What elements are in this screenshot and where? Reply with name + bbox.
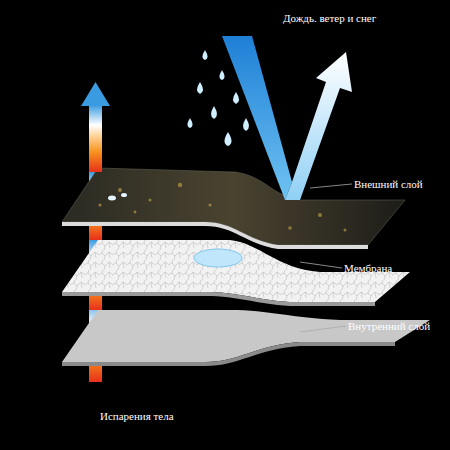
membrane-edge xyxy=(62,292,375,306)
text-label: Испарения тела xyxy=(100,410,174,423)
text-label: Дождь. ветер и снег xyxy=(283,12,376,25)
surface-drops xyxy=(108,193,127,201)
rain-reflected xyxy=(285,52,352,200)
text-label: Мембрана xyxy=(344,262,392,275)
text-label: Внутренний слой xyxy=(348,320,430,333)
inner-layer-edge xyxy=(62,342,395,366)
outer-layer xyxy=(62,168,405,245)
outer-texture xyxy=(98,183,346,232)
raindrops xyxy=(188,50,250,146)
vapor-arrow-top xyxy=(89,105,102,172)
text-label: Внешний слой xyxy=(354,178,423,191)
rain-incoming xyxy=(222,36,292,200)
outer-layer-edge xyxy=(62,222,368,249)
water-puddle xyxy=(194,249,242,267)
leader-lines xyxy=(300,184,352,332)
vapor-arrowhead xyxy=(81,82,110,106)
